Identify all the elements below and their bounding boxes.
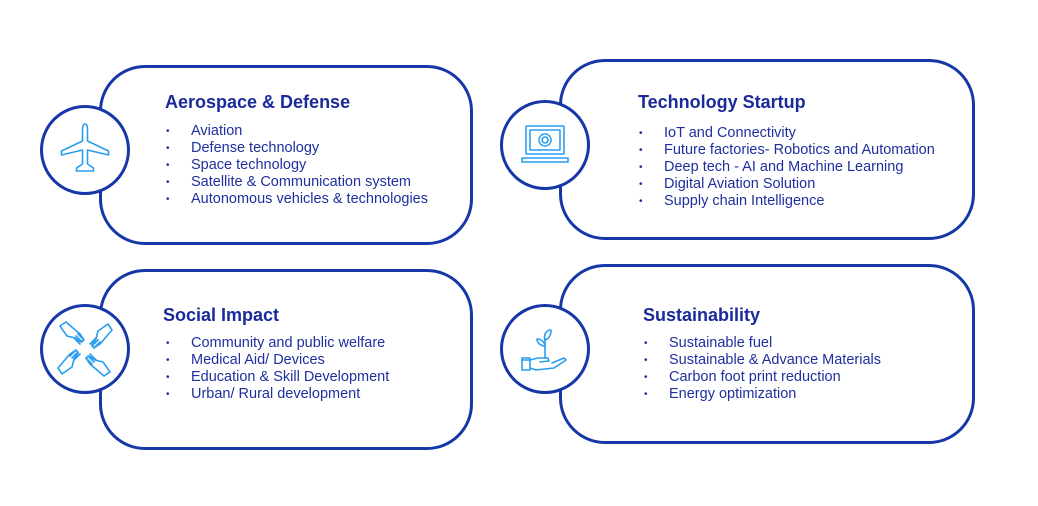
list-item: •Supply chain Intelligence [639,193,825,209]
card-social-impact [99,269,473,450]
card-list: •Sustainable fuel •Sustainable & Advance… [644,335,881,403]
airplane-icon [60,123,110,172]
card-list: •Aviation •Defense technology •Space tec… [166,123,428,208]
card-title: Social Impact [163,305,280,325]
list-item: •Deep tech - AI and Machine Learning [639,159,904,175]
card-sustainability [559,264,975,444]
list-item: •Defense technology [166,140,320,156]
list-item: •Urban/ Rural development [166,386,361,402]
list-item: •Education & Skill Development [166,369,390,385]
list-item: •Community and public welfare [166,335,386,351]
list-item: •IoT and Connectivity [639,125,796,141]
icon-circle [40,105,130,195]
list-item: •Aviation [166,123,243,139]
hand-plant-icon [521,329,567,371]
icon-circle [500,100,590,190]
list-item: •Autonomous vehicles & technologies [166,191,428,207]
icon-circle [500,304,590,394]
card-list: •IoT and Connectivity •Future factories-… [639,125,935,210]
list-item: •Future factories- Robotics and Automati… [639,142,935,158]
card-title: Aerospace & Defense [165,92,351,112]
list-item: •Digital Aviation Solution [639,176,816,192]
computer-gear-icon [521,125,569,163]
card-title: Technology Startup [638,92,806,112]
card-title: Sustainability [643,305,761,325]
list-item: •Satellite & Communication system [166,174,411,190]
card-aerospace-defense [99,65,473,245]
list-item: •Energy optimization [644,386,797,402]
joined-hands-icon [57,321,113,377]
list-item: •Sustainable fuel [644,335,773,351]
card-list: •Community and public welfare •Medical A… [166,335,389,403]
list-item: •Medical Aid/ Devices [166,352,325,368]
list-item: •Space technology [166,157,307,173]
icon-circle [40,304,130,394]
card-technology-startup [559,59,975,240]
list-item: •Carbon foot print reduction [644,369,841,385]
list-item: •Sustainable & Advance Materials [644,352,881,368]
